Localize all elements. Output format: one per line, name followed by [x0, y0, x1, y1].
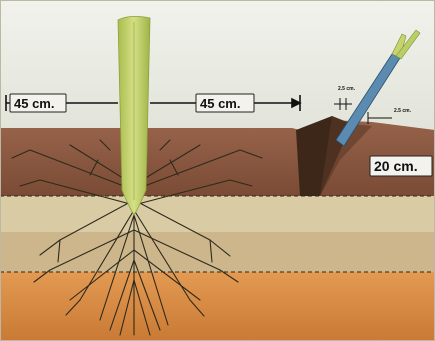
subsoil-band-deep [0, 272, 435, 341]
left-distance-label: 45 cm. [14, 96, 54, 111]
right-distance-label: 45 cm. [200, 96, 240, 111]
furrow-top-width-label: 2.5 cm. [338, 86, 356, 92]
topsoil-layer [0, 128, 304, 196]
furrow-depth-label: 20 cm. [374, 158, 418, 174]
furrow-side-offset-label: 2.5 cm. [394, 108, 412, 114]
subsoil-band-upper [0, 196, 435, 232]
subsoil-band-middle [0, 232, 435, 272]
